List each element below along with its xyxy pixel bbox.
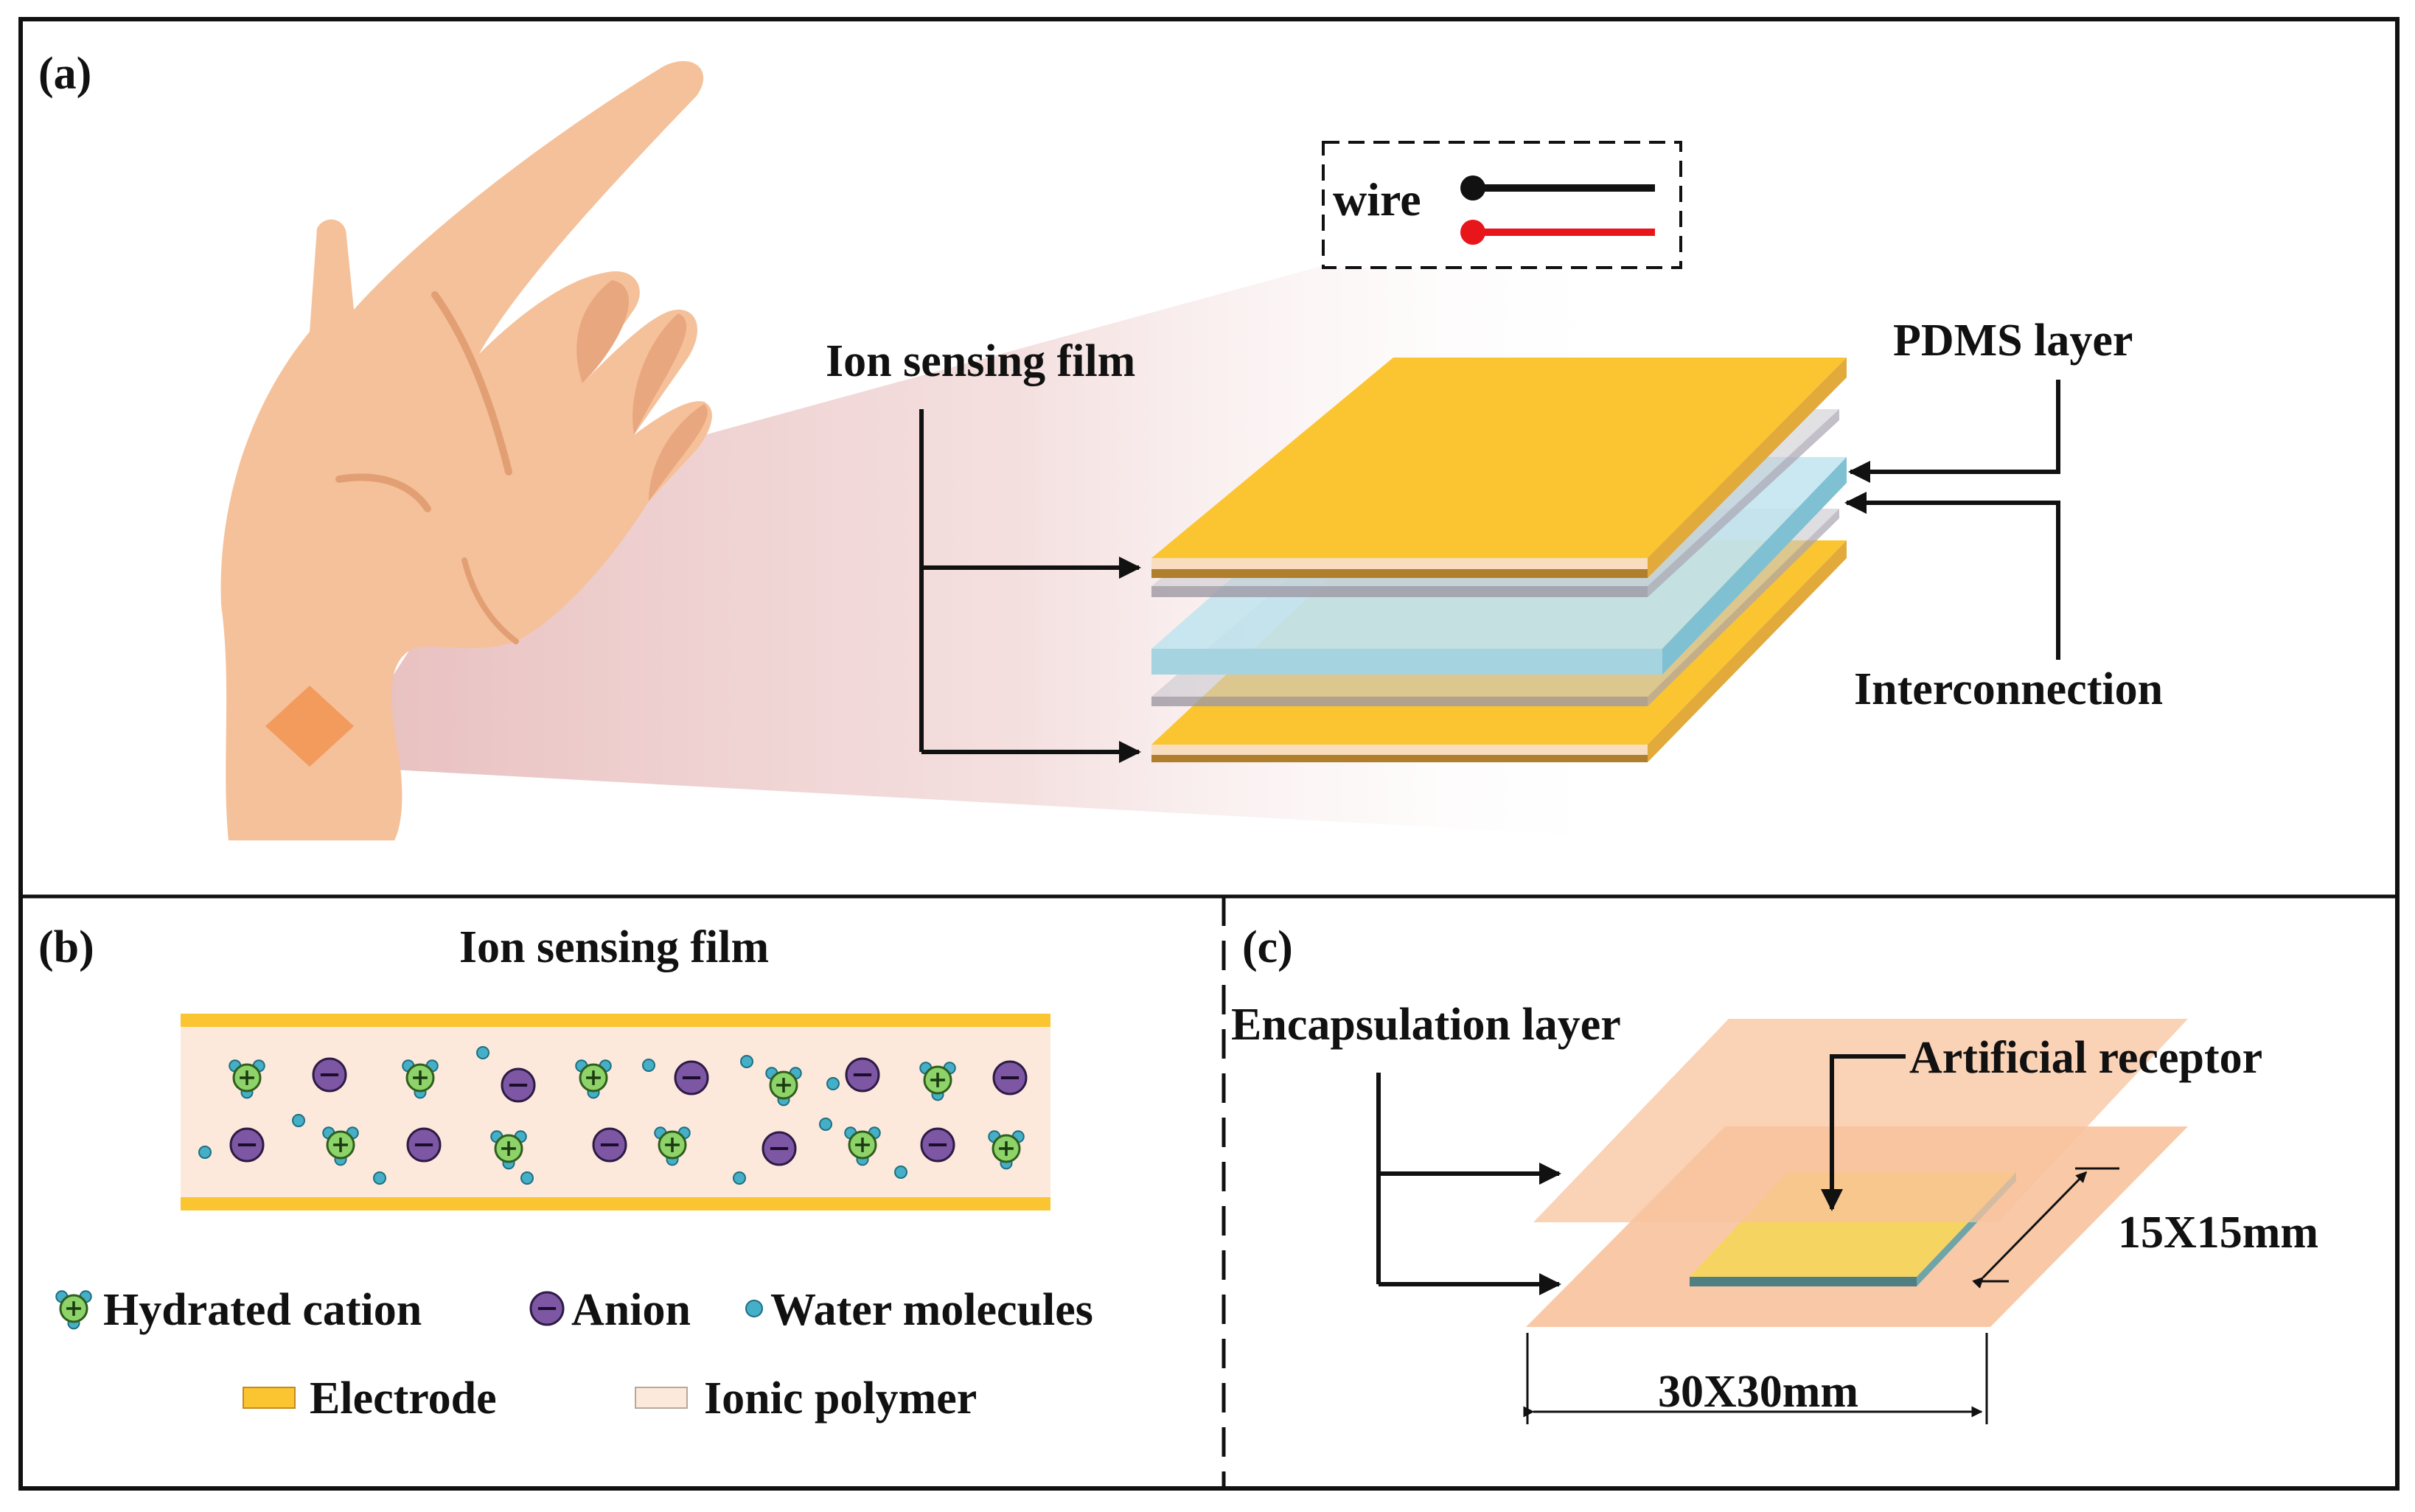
hydrated-cation-icon	[55, 1290, 92, 1330]
top-electrode-layer	[1151, 358, 1847, 578]
water-molecule-icon	[740, 1055, 753, 1068]
legend-anion-icon	[529, 1291, 565, 1326]
black-wire-dot	[1460, 175, 1485, 201]
panel-c-label: (c)	[1242, 922, 1293, 972]
legend-ionic-polymer-label: Ionic polymer	[704, 1373, 977, 1424]
legend-water-icon	[745, 1300, 763, 1317]
receptor-arrow	[1821, 1054, 1906, 1211]
encapsulation-arrows	[1376, 1073, 1561, 1295]
anion-icon	[501, 1067, 536, 1103]
water-molecule-icon	[373, 1171, 386, 1185]
hand-illustration	[220, 60, 712, 840]
panel-b: (b) Ion sensing film Hydrated cation Ani…	[38, 922, 1093, 1424]
hydrated-cation-icon	[490, 1130, 527, 1170]
anion-icon	[845, 1057, 880, 1093]
pdms-arrow	[1848, 380, 2060, 483]
hydrated-cation-icon	[575, 1059, 612, 1099]
ion-film-cross-section	[181, 1014, 1050, 1210]
wire-label: wire	[1333, 173, 1421, 226]
top-electrode-strip	[181, 1014, 1050, 1027]
legend-hydrated-cation-icon	[55, 1290, 92, 1330]
anion-icon	[992, 1060, 1028, 1095]
water-molecule-icon	[198, 1146, 212, 1159]
ion-film-label: Ion sensing film	[826, 336, 1135, 386]
figure-frame	[18, 17, 2400, 1491]
large-dimension-label: 30X30mm	[1658, 1367, 1858, 1417]
wire-legend-box: wire	[1322, 141, 1682, 269]
legend-electrode-label: Electrode	[310, 1373, 497, 1424]
red-wire-dot	[1460, 220, 1485, 245]
large-dimension-marker	[1523, 1333, 1988, 1424]
anion-icon	[592, 1127, 627, 1163]
water-molecule-icon	[642, 1059, 655, 1072]
small-dimension-label: 15X15mm	[2118, 1208, 2318, 1258]
water-molecule-icon	[733, 1171, 746, 1185]
hydrated-cation-icon	[654, 1126, 691, 1166]
anion-icon	[920, 1127, 955, 1163]
panel-a: (a) wire	[38, 49, 2163, 840]
panel-b-label: (b)	[38, 922, 94, 972]
water-molecule-icon	[819, 1118, 832, 1131]
anion-icon	[406, 1127, 442, 1163]
water-molecule-icon	[826, 1077, 840, 1090]
water-molecule-icon	[894, 1166, 907, 1179]
hydrated-cation-icon	[988, 1130, 1025, 1170]
hydrated-cation-icon	[322, 1126, 359, 1166]
ion-particles	[198, 1046, 1028, 1185]
panel-a-label: (a)	[38, 49, 91, 99]
panel-c: (c) Encapsulation layer Artificial recep…	[1231, 922, 2318, 1424]
small-dimension-marker	[1972, 1167, 2119, 1289]
interconnection-arrow	[1844, 492, 2060, 660]
legend-ionic-polymer-swatch	[635, 1387, 688, 1409]
anion-icon	[312, 1057, 347, 1093]
interconnection-label: Interconnection	[1854, 664, 2163, 714]
legend-water-label: Water molecules	[770, 1285, 1093, 1335]
hydrated-cation-icon	[844, 1126, 881, 1166]
ion-film-arrows	[919, 409, 1141, 763]
ionic-polymer-region	[181, 1021, 1050, 1198]
anion-icon	[674, 1060, 709, 1095]
water-molecule-icon	[520, 1171, 534, 1185]
anion-icon	[529, 1291, 565, 1326]
panel-b-title: Ion sensing film	[459, 922, 769, 972]
legend-anion-label: Anion	[571, 1285, 691, 1335]
wrist-sensor-patch	[265, 686, 354, 767]
water-molecule-icon	[292, 1114, 305, 1127]
water-molecule-icon	[476, 1046, 489, 1059]
hydrated-cation-icon	[919, 1062, 956, 1101]
receptor-label: Artificial receptor	[1909, 1033, 2262, 1083]
anion-icon	[762, 1131, 797, 1166]
encapsulation-label: Encapsulation layer	[1231, 1000, 1621, 1050]
pdms-label: PDMS layer	[1893, 316, 2133, 366]
legend-electrode-swatch	[243, 1387, 296, 1409]
legend-hydrated-cation-label: Hydrated cation	[103, 1285, 422, 1335]
sensor-layer-stack	[1151, 358, 1847, 762]
hydrated-cation-icon	[229, 1059, 265, 1099]
bottom-electrode-strip	[181, 1197, 1050, 1210]
panel-b-legend: Hydrated cation Anion Water molecules El…	[55, 1285, 1093, 1424]
hydrated-cation-icon	[765, 1067, 802, 1107]
anion-icon	[229, 1127, 265, 1163]
hydrated-cation-icon	[402, 1059, 439, 1099]
